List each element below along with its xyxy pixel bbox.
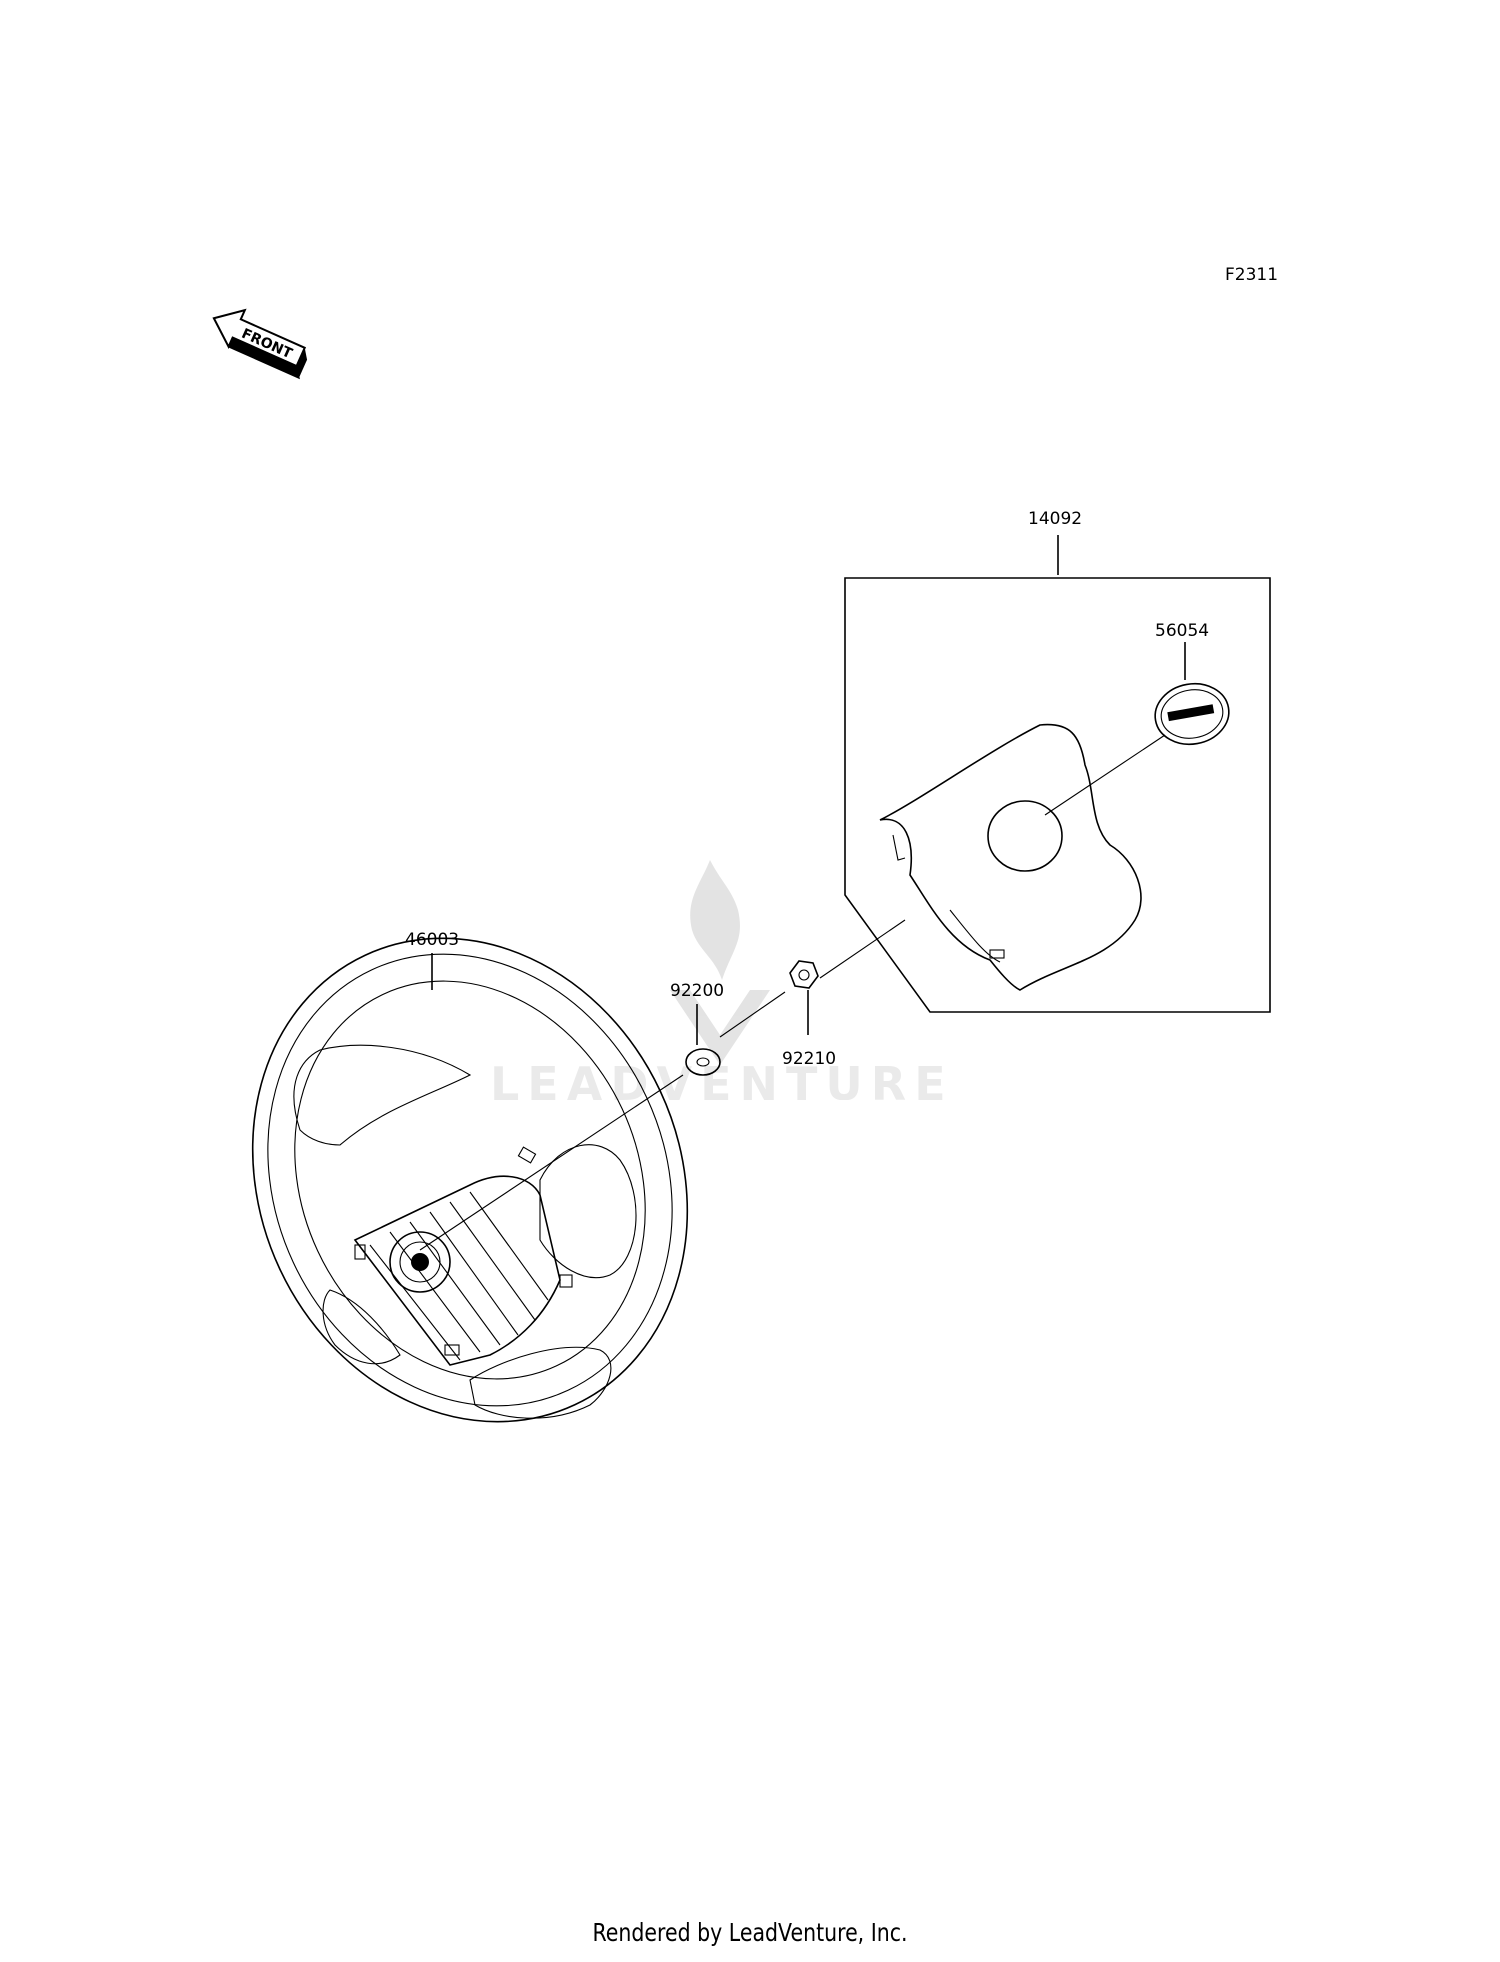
svg-text:LEADVENTURE: LEADVENTURE bbox=[490, 1057, 954, 1100]
figure-code: F2311 bbox=[1225, 265, 1278, 285]
part-label-92200: 92200 bbox=[670, 981, 724, 1001]
part-label-92210: 92210 bbox=[782, 1049, 836, 1069]
footer-credit: Rendered by LeadVenture, Inc. bbox=[592, 1918, 908, 1947]
part-label-56054: 56054 bbox=[1155, 621, 1209, 641]
horn-pad-cover bbox=[879, 723, 1142, 991]
washer-92200: 92200 bbox=[419, 981, 724, 1251]
leadventure-watermark: LEADVENTURE bbox=[490, 860, 954, 1100]
steering-wheel-46003: 46003 bbox=[251, 930, 689, 1423]
part-label-14092: 14092 bbox=[1028, 509, 1082, 529]
nut-92210: 92210 bbox=[719, 919, 906, 1069]
front-arrow-icon: FRONT bbox=[212, 308, 308, 380]
part-label-46003: 46003 bbox=[405, 930, 459, 950]
emblem-56054: 56054 bbox=[1044, 621, 1230, 816]
pad-assembly-group-box: 14092 bbox=[844, 509, 1271, 1013]
